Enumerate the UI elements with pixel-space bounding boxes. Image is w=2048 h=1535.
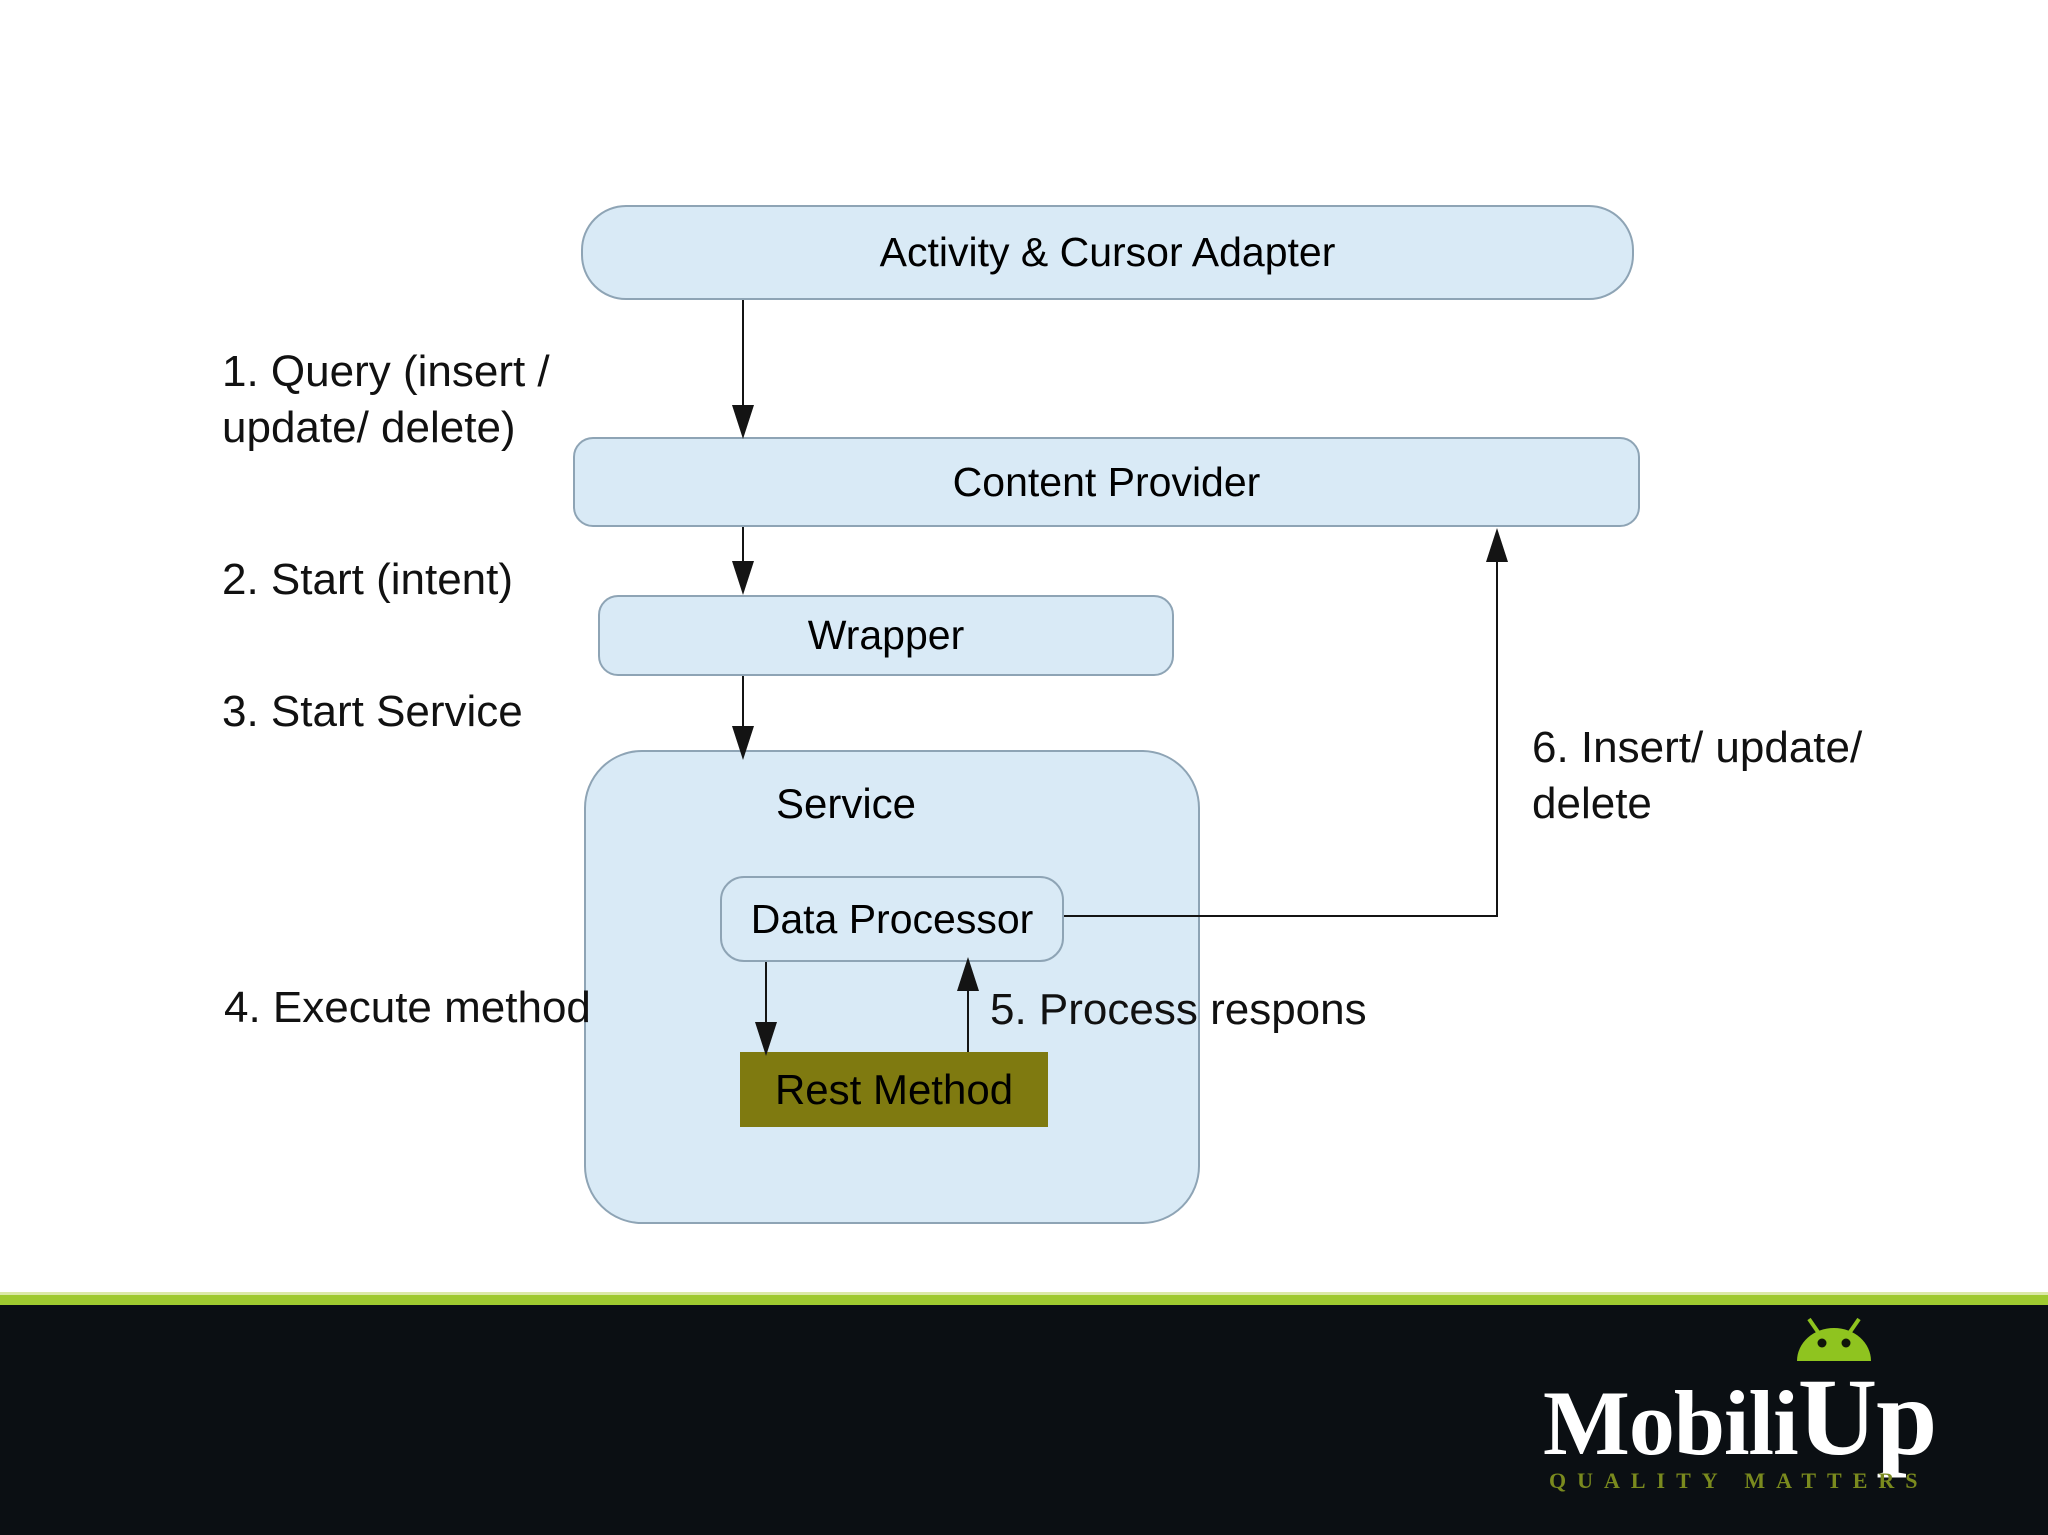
arrow-start-service-down-icon (732, 676, 754, 760)
annotation-step1-query: 1. Query (insert / update/ delete) (222, 347, 550, 452)
brand-text-up-label: Up (1797, 1356, 1938, 1478)
node-rest-method: Rest Method (740, 1052, 1048, 1127)
node-content-provider-label: Content Provider (952, 458, 1261, 505)
node-rest-method-label: Rest Method (774, 1065, 1014, 1113)
arrow-query-down-icon (732, 300, 754, 439)
node-wrapper-label: Wrapper (807, 612, 965, 658)
annotation-step4-execute-method: 4. Execute method (224, 983, 591, 1032)
node-data-processor-label: Data Processor (750, 895, 1034, 942)
node-service-label: Service (775, 780, 917, 827)
mobiliup-logo: Mobili Up (1543, 1317, 1937, 1476)
node-activity-cursor-adapter: Activity & Cursor Adapter (581, 205, 1634, 300)
node-content-provider: Content Provider (573, 437, 1640, 527)
brand-text-mobili: Mobili (1543, 1372, 1799, 1474)
arrow-start-intent-down-icon (732, 527, 754, 595)
annotation-step2-start-intent: 2. Start (intent) (222, 555, 514, 604)
annotation-step5-process-response: 5. Process respons (990, 985, 1367, 1034)
annotation-step3-start-service: 3. Start Service (222, 687, 523, 736)
annotation-step6-insert-update-delete: 6. Insert/ update/ delete (1532, 723, 1863, 828)
brand-tagline: QUALITY MATTERS (1549, 1468, 1929, 1493)
node-wrapper: Wrapper (598, 595, 1174, 676)
footer-bar: Mobili Up QUALITY MATTERS (0, 1292, 2048, 1535)
footer-accent-line (0, 1292, 2048, 1305)
android-robot-icon (1796, 1317, 1871, 1361)
brand-text-up: Up (1796, 1317, 1937, 1476)
node-activity-label: Activity & Cursor Adapter (879, 229, 1336, 275)
node-data-processor: Data Processor (720, 876, 1064, 962)
